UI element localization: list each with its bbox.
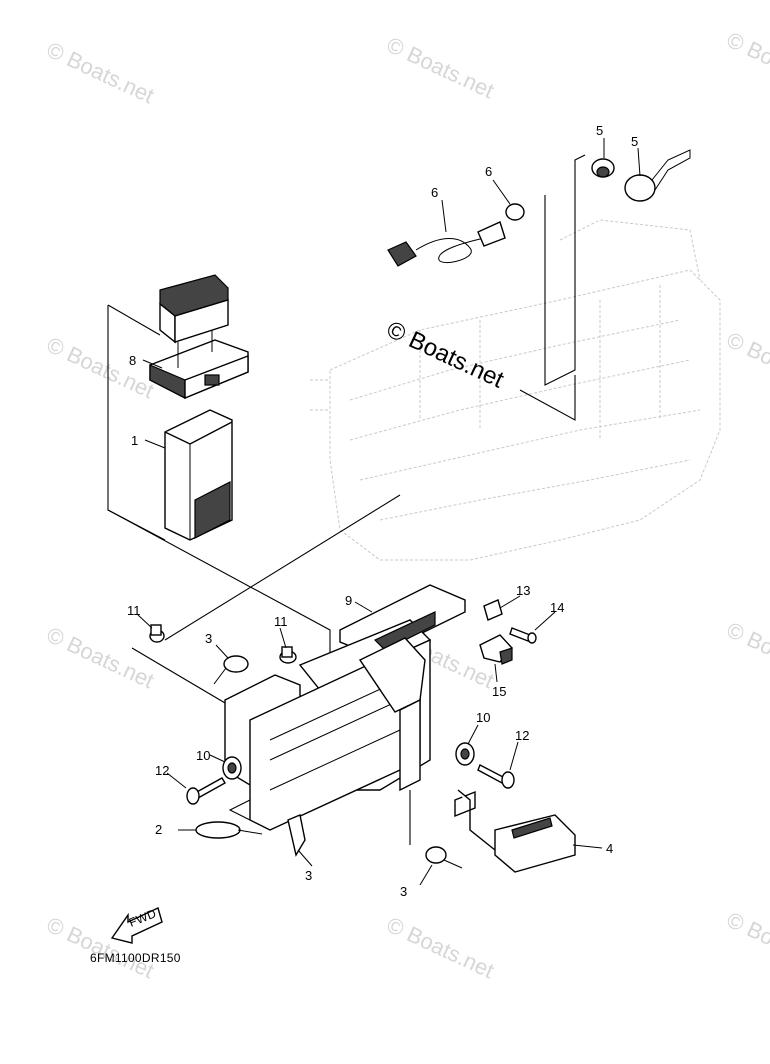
part-clamp: [195, 821, 263, 839]
callout-11: 3: [400, 884, 407, 899]
engine-ghost-outline: [310, 219, 721, 561]
callout-6: 12: [155, 763, 169, 778]
part-grommet: [279, 646, 297, 664]
callout-5: 11: [274, 614, 288, 629]
part-bushing: [222, 756, 242, 780]
center-watermark: © Boats.net: [382, 316, 508, 394]
leader-lines: [137, 138, 641, 886]
part-main-bracket: [224, 584, 476, 831]
callout-11: 3: [205, 631, 212, 646]
part-cable-tie: [425, 846, 463, 869]
part-bolt: [186, 777, 226, 805]
part-cable-tie: [287, 814, 306, 857]
fwd-arrow: FWD: [110, 906, 163, 944]
watermark: © Boats.net: [723, 27, 770, 98]
watermark: © Boats.net: [43, 622, 158, 693]
part-capacitor: [457, 789, 576, 873]
callout-7: 13: [516, 583, 530, 598]
exploded-frames: [107, 154, 586, 845]
callout-2: 8: [129, 353, 136, 368]
callout-6: 12: [515, 728, 529, 743]
watermark: © Boats.net: [383, 32, 498, 103]
part-grommet: [149, 624, 165, 643]
part-cable-tie: [213, 655, 249, 685]
part-switch: [591, 158, 615, 178]
part-screw: [509, 627, 537, 644]
watermark: © Boats.net: [723, 907, 770, 978]
callout-3: 9: [345, 593, 352, 608]
callout-15: 6: [431, 185, 438, 200]
watermark: © Boats.net: [723, 327, 770, 398]
callout-13: 5: [596, 123, 603, 138]
part-sensor: [479, 634, 513, 665]
part-cap: [624, 149, 691, 202]
callout-numbers: 1 8 9 10 10 11 11 12 12 13 14 15 2 3 3 3…: [127, 123, 638, 899]
watermark: © Boats.net: [383, 912, 498, 983]
part-plate: [483, 599, 503, 621]
part-harness: [387, 221, 506, 267]
part-o-ring: [505, 203, 525, 221]
callout-9: 15: [492, 684, 506, 699]
watermark: © Boats.net: [43, 37, 158, 108]
callout-12: 4: [606, 841, 613, 856]
callout-16: 6: [485, 164, 492, 179]
watermark: © Boats.net: [43, 332, 158, 403]
part-bolt: [477, 764, 515, 789]
callout-10: 2: [155, 822, 162, 837]
part-ecu: [164, 409, 233, 541]
callout-14: 5: [631, 134, 638, 149]
callout-4: 10: [476, 710, 490, 725]
part-ecu-bracket: [149, 274, 249, 400]
watermark: © Boats.net: [723, 617, 770, 688]
diagram-code: 6FM1100DR150: [90, 951, 181, 965]
callout-8: 14: [550, 600, 564, 615]
callout-1: 1: [131, 433, 138, 448]
callout-4: 10: [196, 748, 210, 763]
callout-5: 11: [127, 603, 141, 618]
callout-11: 3: [305, 868, 312, 883]
watermarks: © Boats.net © Boats.net © Boats.net © Bo…: [43, 27, 770, 983]
part-bushing: [455, 742, 475, 766]
